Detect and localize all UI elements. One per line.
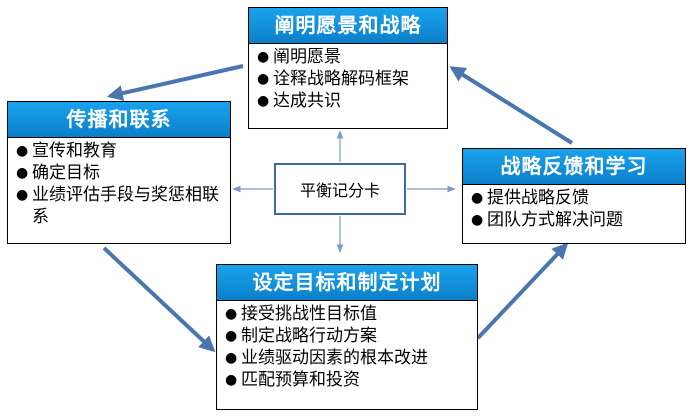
list-item: ●接受挑战性目标值: [225, 304, 377, 324]
node-communicate-link-title: 传播和联系: [8, 102, 230, 138]
cycle-arrow-left-to-bottom: [102, 246, 216, 353]
node-feedback-learning: 战略反馈和学习 ●提供战略反馈 ●团队方式解决问题: [462, 148, 686, 244]
node-communicate-link: 传播和联系 ●宣传和教育 ●确定目标 ●业绩评估手段与奖惩相联系: [7, 101, 231, 244]
bullet-icon: ●: [16, 143, 29, 159]
bullet-icon: ●: [16, 165, 29, 181]
balanced-scorecard-label: 平衡记分卡: [299, 181, 380, 200]
cycle-arrow-top-to-left: [106, 64, 244, 101]
node-communicate-link-list: ●宣传和教育 ●确定目标 ●业绩评估手段与奖惩相联系: [8, 138, 230, 228]
list-item: ●提供战略反馈: [471, 188, 589, 208]
bullet-icon: ●: [225, 306, 238, 322]
list-item: ●达成共识: [257, 91, 341, 111]
bullet-icon: ●: [225, 372, 238, 388]
node-feedback-learning-list: ●提供战略反馈 ●团队方式解决问题: [463, 185, 685, 231]
list-item: ●制定战略行动方案: [225, 326, 377, 346]
list-item: ●业绩评估手段与奖惩相联系: [16, 185, 219, 227]
list-item: ●匹配预算和投资: [225, 370, 360, 390]
node-targets-planning: 设定目标和制定计划 ●接受挑战性目标值 ●制定战略行动方案 ●业绩驱动因素的根本…: [216, 264, 478, 410]
bullet-icon: ●: [225, 328, 238, 344]
cycle-arrow-right-to-top: [449, 66, 574, 145]
node-vision-strategy-title: 阐明愿景和战略: [249, 8, 447, 44]
list-item: ●业绩驱动因素的根本改进: [225, 348, 428, 368]
list-item: ●确定目标: [16, 163, 100, 183]
node-vision-strategy: 阐明愿景和战略 ●阐明愿景 ●诠释战略解码框架 ●达成共识: [248, 7, 448, 129]
list-item: ●团队方式解决问题: [471, 210, 623, 230]
balanced-scorecard-center: 平衡记分卡: [274, 163, 406, 215]
bullet-icon: ●: [225, 350, 238, 366]
node-feedback-learning-title: 战略反馈和学习: [463, 149, 685, 185]
bullet-icon: ●: [257, 71, 270, 87]
list-item: ●阐明愿景: [257, 47, 341, 67]
node-vision-strategy-list: ●阐明愿景 ●诠释战略解码框架 ●达成共识: [249, 44, 447, 112]
node-targets-planning-title: 设定目标和制定计划: [217, 265, 477, 301]
bullet-icon: ●: [257, 93, 270, 109]
bullet-icon: ●: [257, 49, 270, 65]
bullet-icon: ●: [471, 190, 484, 206]
cycle-arrow-bottom-to-right: [476, 242, 569, 340]
node-targets-planning-list: ●接受挑战性目标值 ●制定战略行动方案 ●业绩驱动因素的根本改进 ●匹配预算和投…: [217, 301, 477, 391]
list-item: ●诠释战略解码框架: [257, 69, 409, 89]
bullet-icon: ●: [16, 187, 29, 203]
bullet-icon: ●: [471, 212, 484, 228]
list-item: ●宣传和教育: [16, 141, 117, 161]
